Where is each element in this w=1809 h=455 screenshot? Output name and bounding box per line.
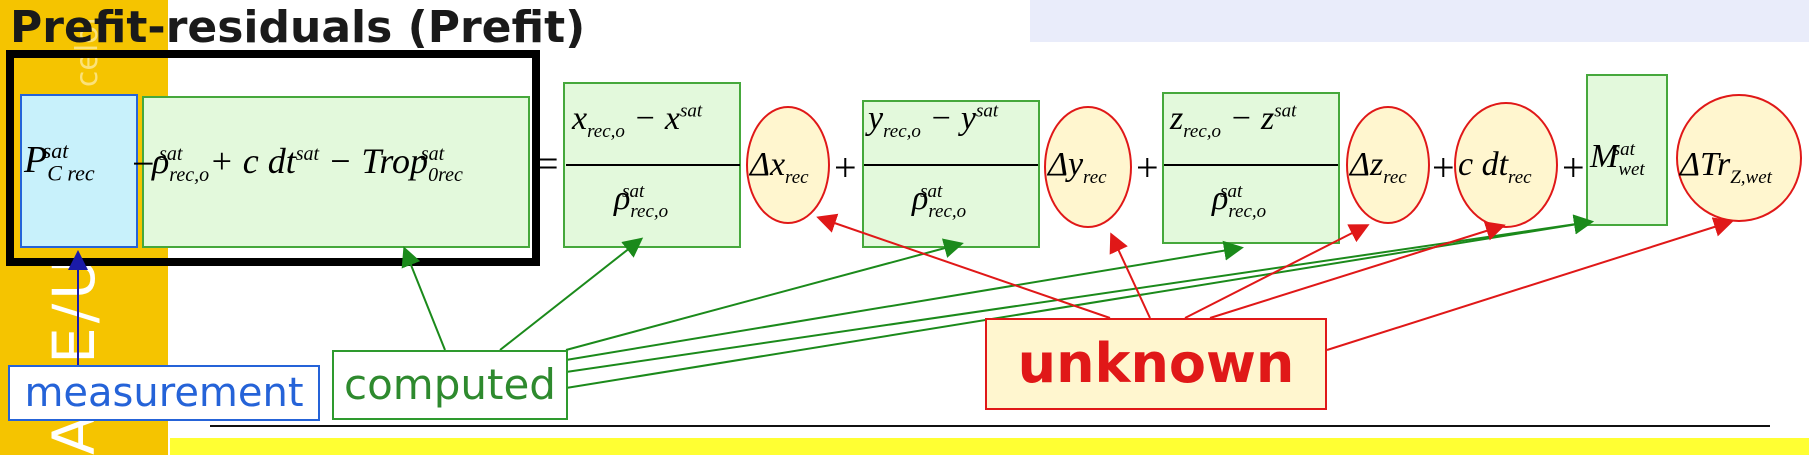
coef-z-box [1162, 92, 1340, 244]
plus-operator: + [1432, 145, 1455, 190]
coef-y-numerator: yrec,o − ysat [868, 100, 999, 142]
unknown-arrow-dy [1109, 232, 1151, 319]
computed-arrow-2 [499, 237, 644, 351]
coef-y-fraction-bar [864, 164, 1038, 166]
unknown-clock: c dtrec [1458, 146, 1532, 188]
coef-z-numerator: zrec,o − zsat [1170, 100, 1297, 142]
unknown-arrow-dx [816, 213, 1111, 319]
unknown-dz: Δzrec [1350, 146, 1407, 188]
coef-x-denominator: ρrec,osat [614, 180, 669, 222]
plus-operator: + [834, 145, 857, 190]
computed-arrow-4 [565, 240, 1244, 361]
coef-x-numerator: xrec,o − xsat [572, 100, 703, 142]
top-decoration-bar [1030, 0, 1809, 42]
prefit-residual-frame [6, 50, 540, 266]
slide-title: Prefit-residuals (Prefit) [10, 2, 586, 53]
computed-label: computed [332, 350, 568, 420]
computed-arrow-3 [565, 238, 964, 351]
unknown-trop-circle [1676, 94, 1802, 222]
coef-y-denominator: ρrec,osat [912, 180, 967, 222]
unknown-label: unknown [985, 318, 1327, 410]
coef-wet-box [1586, 74, 1668, 226]
plus-operator: + [1136, 145, 1159, 190]
computed-arrow-1 [401, 246, 446, 351]
unknown-dz-circle [1346, 106, 1430, 224]
unknown-arrow-trop [1326, 217, 1734, 351]
computed-term: ρrec,osat + c dtsat − Trop0recsat [152, 141, 463, 187]
coef-z-fraction-bar [1164, 164, 1338, 166]
unknown-dx-circle [746, 106, 830, 224]
unknown-dy: Δyrec [1048, 146, 1107, 188]
unknown-dx: Δxrec [750, 146, 809, 188]
computed-arrow-6 [565, 214, 1594, 389]
coef-wet: Mwetsat [1590, 138, 1645, 180]
measurement-term-box [20, 94, 138, 248]
unknown-trop: ΔTrZ,wet [1680, 146, 1772, 188]
unknown-dy-circle [1044, 106, 1132, 228]
divider-line [210, 425, 1770, 427]
equals-operator: = [536, 141, 559, 186]
unknown-clock-circle [1454, 102, 1558, 228]
computed-term-box [142, 96, 530, 248]
bottom-decoration-bar [170, 438, 1809, 455]
unknown-arrow-clock [1209, 221, 1506, 319]
plus-operator: + [1562, 145, 1585, 190]
coef-x-fraction-bar [566, 164, 740, 166]
computed-arrow-5 [565, 214, 1594, 373]
measurement-term: PC recsat [24, 138, 95, 186]
coef-z-denominator: ρrec,osat [1212, 180, 1267, 222]
measurement-label: measurement [8, 365, 320, 421]
minus-operator: − [132, 141, 155, 186]
unknown-arrow-dz [1184, 224, 1370, 319]
